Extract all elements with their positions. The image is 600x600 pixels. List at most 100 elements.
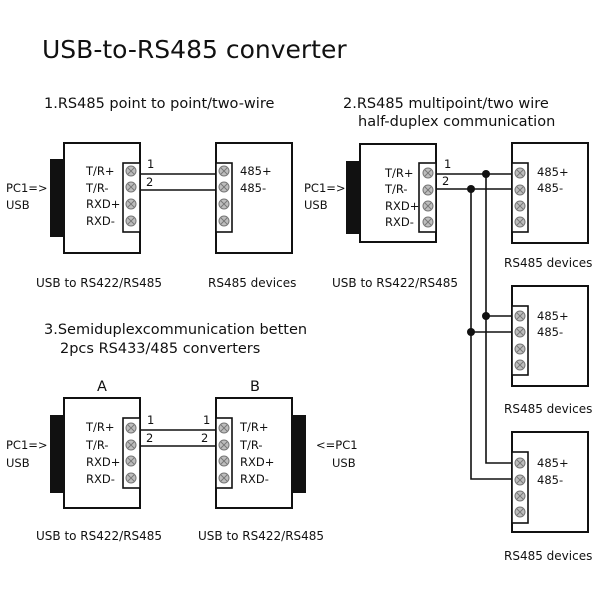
converter-a: A T/R+ T/R- RXD+ RXD- PC1=> USB USB to R… bbox=[6, 379, 162, 543]
screw-icon bbox=[218, 439, 230, 451]
screw-icon bbox=[218, 472, 230, 484]
screw-icon bbox=[514, 216, 526, 228]
screw-icon bbox=[218, 165, 230, 177]
terminal-block bbox=[511, 451, 529, 524]
pin-label: 485+ bbox=[537, 456, 569, 470]
screw-icon bbox=[125, 422, 137, 434]
pin-label: T/R+ bbox=[239, 420, 269, 434]
host-label: PC1=> bbox=[304, 181, 346, 195]
screw-icon bbox=[218, 198, 230, 210]
pin-label: RXD- bbox=[86, 214, 115, 228]
trunk-wire-1 bbox=[485, 174, 512, 464]
terminal-block bbox=[215, 417, 233, 489]
host-label: USB bbox=[6, 456, 30, 470]
device-2a: 485+ 485- RS485 devices bbox=[504, 142, 592, 270]
screw-icon bbox=[125, 215, 137, 227]
trunk-wire-2 bbox=[470, 189, 512, 480]
screw-icon bbox=[125, 439, 137, 451]
pin-label: RXD- bbox=[86, 472, 115, 486]
pin-label: RXD- bbox=[385, 215, 414, 229]
junction-dot bbox=[482, 312, 490, 320]
pin-label: T/R- bbox=[85, 438, 109, 452]
terminal-block bbox=[215, 162, 233, 233]
pin-label: T/R+ bbox=[85, 164, 115, 178]
screw-icon bbox=[218, 455, 230, 467]
junction-dot bbox=[482, 170, 490, 178]
wire-number: 2 bbox=[442, 174, 449, 188]
device-caption: RS485 devices bbox=[208, 276, 296, 290]
pin-label: 485- bbox=[240, 181, 266, 195]
converter-caption: USB to RS422/RS485 bbox=[36, 276, 162, 290]
wire-number: 2 bbox=[146, 175, 153, 189]
screw-icon bbox=[218, 215, 230, 227]
screw-icon bbox=[514, 326, 526, 338]
unit-label: A bbox=[97, 379, 107, 395]
section-3-heading: 3.Semiduplexcommunication betten bbox=[44, 322, 307, 338]
converter-caption: USB to RS422/RS485 bbox=[332, 276, 458, 290]
wire-number: 1 bbox=[147, 413, 154, 427]
converter-1: T/R+ T/R- RXD+ RXD- PC1=> USB USB to RS4… bbox=[6, 142, 162, 290]
converter-b: B T/R+ T/R- RXD+ RXD- <=PC1 USB USB to R… bbox=[198, 379, 358, 543]
section-2-heading: 2.RS485 multipoint/two wire bbox=[343, 96, 549, 112]
pin-label: RXD- bbox=[240, 472, 269, 486]
converter-caption: USB to RS422/RS485 bbox=[198, 529, 324, 543]
screw-icon bbox=[422, 184, 434, 196]
converter-caption: USB to RS422/RS485 bbox=[36, 529, 162, 543]
pin-label: T/R- bbox=[384, 182, 408, 196]
device-2c: 485+ 485- RS485 devices bbox=[504, 431, 592, 563]
screw-icon bbox=[514, 506, 526, 518]
pin-label: 485- bbox=[537, 325, 563, 339]
screw-icon bbox=[125, 472, 137, 484]
unit-label: B bbox=[250, 379, 260, 395]
converter-2: T/R+ T/R- RXD+ RXD- PC1=> USB USB to RS4… bbox=[304, 143, 458, 290]
pin-label: 485- bbox=[537, 473, 563, 487]
screw-icon bbox=[514, 310, 526, 322]
junction-dot bbox=[467, 185, 475, 193]
screw-icon bbox=[125, 181, 137, 193]
junction-dot bbox=[467, 328, 475, 336]
pin-label: 485+ bbox=[537, 309, 569, 323]
terminal-block bbox=[418, 162, 437, 233]
section-3-heading: 2pcs RS433/485 converters bbox=[60, 341, 260, 357]
pin-label: 485+ bbox=[240, 164, 272, 178]
usb-plug-icon bbox=[292, 415, 306, 493]
terminal-block bbox=[511, 162, 529, 233]
screw-icon bbox=[514, 167, 526, 179]
page-title: USB-to-RS485 converter bbox=[42, 35, 347, 64]
host-label: USB bbox=[332, 456, 356, 470]
screw-icon bbox=[514, 343, 526, 355]
screw-icon bbox=[422, 167, 434, 179]
usb-plug-icon bbox=[50, 159, 64, 237]
pin-label: RXD+ bbox=[385, 199, 419, 213]
pin-label: T/R- bbox=[85, 181, 109, 195]
terminal-block bbox=[122, 162, 141, 233]
screw-icon bbox=[514, 184, 526, 196]
device-caption: RS485 devices bbox=[504, 549, 592, 563]
screw-icon bbox=[514, 490, 526, 502]
usb-plug-icon bbox=[50, 415, 64, 493]
host-label: <=PC1 bbox=[316, 438, 358, 452]
terminal-block bbox=[511, 305, 529, 376]
screw-icon bbox=[422, 216, 434, 228]
device-1: 485+ 485- RS485 devices bbox=[208, 142, 296, 290]
pin-label: RXD+ bbox=[86, 455, 120, 469]
pin-label: T/R- bbox=[239, 438, 263, 452]
device-2b: 485+ 485- RS485 devices bbox=[504, 285, 592, 416]
wire-number: 1 bbox=[444, 157, 451, 171]
host-label: USB bbox=[304, 198, 328, 212]
device-caption: RS485 devices bbox=[504, 256, 592, 270]
wire-number: 1 bbox=[203, 413, 210, 427]
section-1-heading: 1.RS485 point to point/two-wire bbox=[44, 96, 274, 112]
pin-label: T/R+ bbox=[384, 166, 414, 180]
screw-icon bbox=[422, 200, 434, 212]
screw-icon bbox=[125, 165, 137, 177]
terminal-block bbox=[122, 417, 141, 489]
wire-number: 2 bbox=[201, 431, 208, 445]
screw-icon bbox=[125, 455, 137, 467]
screw-icon bbox=[514, 457, 526, 469]
section-3: 3.Semiduplexcommunication betten 2pcs RS… bbox=[6, 322, 358, 543]
screw-icon bbox=[218, 181, 230, 193]
screw-icon bbox=[514, 474, 526, 486]
wire-number: 2 bbox=[146, 431, 153, 445]
